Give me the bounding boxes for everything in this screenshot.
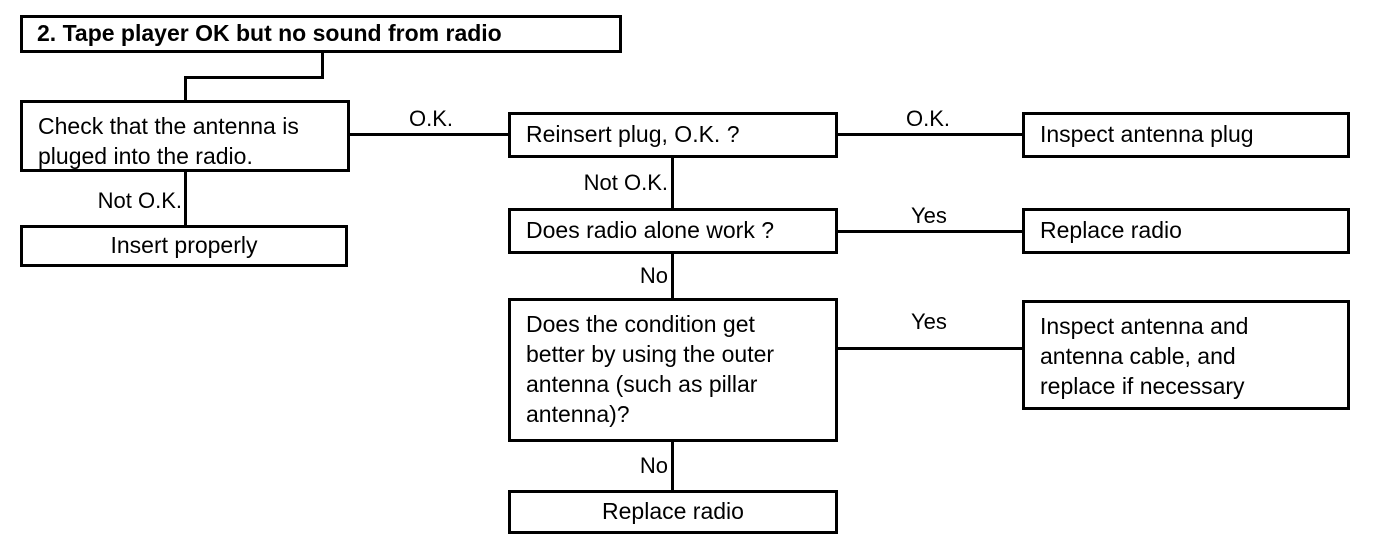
node-reinsert-plug-label: Reinsert plug, O.K. ? [526, 121, 740, 148]
node-replace-radio-top-label: Replace radio [1040, 217, 1182, 244]
node-inspect-antenna-plug-label: Inspect antenna plug [1040, 121, 1254, 148]
connector-title-into-check [184, 76, 187, 103]
edge-label-no-radio-to-outer: No [639, 263, 668, 288]
node-replace-radio-bottom: Replace radio [508, 490, 838, 534]
edge-label-not-ok-check-to-insert: Not O.K. [97, 188, 182, 213]
connector-outer-to-inspect-cable [836, 347, 1024, 350]
node-title: 2. Tape player OK but no sound from radi… [20, 15, 622, 53]
connector-radio-alone-to-replace [836, 230, 1024, 233]
connector-title-across [184, 76, 324, 79]
connector-reinsert-to-inspect [836, 133, 1024, 136]
connector-radio-alone-to-outer [671, 252, 674, 300]
node-replace-radio-bottom-label: Replace radio [602, 498, 744, 525]
node-inspect-antenna-cable: Inspect antenna and antenna cable, and r… [1022, 300, 1350, 410]
node-inspect-antenna-plug: Inspect antenna plug [1022, 112, 1350, 158]
node-check-antenna: Check that the antenna is pluged into th… [20, 100, 350, 172]
node-does-radio-alone-work: Does radio alone work ? [508, 208, 838, 254]
node-inspect-antenna-cable-label: Inspect antenna and antenna cable, and r… [1040, 313, 1249, 399]
connector-title-down [321, 50, 324, 79]
connector-check-to-reinsert [348, 133, 510, 136]
connector-reinsert-to-radio-alone [671, 156, 674, 210]
edge-label-no-outer-to-replace: No [639, 453, 668, 478]
edge-label-ok-reinsert-to-inspect: O.K. [906, 106, 951, 131]
node-insert-properly-label: Insert properly [110, 232, 258, 259]
node-replace-radio-top: Replace radio [1022, 208, 1350, 254]
node-outer-antenna-question-label: Does the condition get better by using t… [526, 311, 775, 427]
node-does-radio-alone-work-label: Does radio alone work ? [526, 217, 775, 244]
edge-label-not-ok-reinsert-to-radio: Not O.K. [583, 170, 668, 195]
connector-outer-to-replace-radio [671, 440, 674, 492]
connector-check-to-insert [184, 170, 187, 227]
node-reinsert-plug: Reinsert plug, O.K. ? [508, 112, 838, 158]
edge-label-yes-radio-to-replace: Yes [911, 203, 947, 228]
node-title-label: 2. Tape player OK but no sound from radi… [37, 20, 502, 47]
node-check-antenna-label: Check that the antenna is pluged into th… [38, 113, 299, 169]
node-outer-antenna-question: Does the condition get better by using t… [508, 298, 838, 442]
edge-label-ok-check-to-reinsert: O.K. [409, 106, 454, 131]
node-insert-properly: Insert properly [20, 225, 348, 267]
edge-label-yes-outer-to-cable: Yes [911, 309, 947, 334]
